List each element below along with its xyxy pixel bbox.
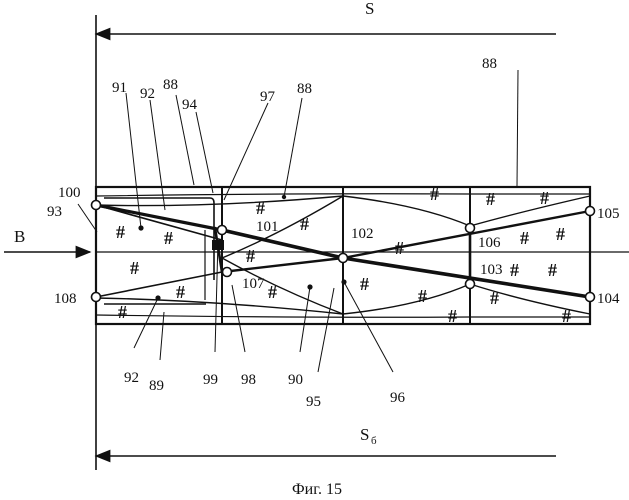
ref-97: 97 (260, 89, 276, 105)
ref-103: 103 (480, 262, 503, 278)
ref-99: 99 (203, 372, 218, 388)
ref-89: 89 (149, 378, 164, 394)
figure-caption: Фиг. 15 (292, 481, 342, 498)
hatch: # (360, 274, 369, 294)
hatch: # (176, 282, 185, 302)
ref-90: 90 (288, 372, 303, 388)
node-107 (223, 268, 232, 277)
ref-94: 94 (182, 97, 198, 113)
ref-107: 107 (242, 276, 265, 292)
hatch: # (486, 189, 495, 209)
flow-label: B (14, 227, 25, 246)
node-103 (466, 280, 475, 289)
ref-100: 100 (58, 185, 81, 201)
node-102 (339, 254, 348, 263)
ref-92a: 92 (140, 86, 155, 102)
ref-91: 91 (112, 80, 127, 96)
node-104 (586, 293, 595, 302)
hatch: # (510, 260, 519, 280)
dimension-top-label: S (365, 0, 374, 18)
ref-108: 108 (54, 291, 77, 307)
dimension-bottom: S б (96, 425, 556, 456)
ref-95: 95 (306, 394, 321, 410)
hatch: # (300, 214, 309, 234)
ref-88c: 88 (482, 56, 497, 72)
ref-93: 93 (47, 204, 62, 220)
node-100 (92, 201, 101, 210)
ref-101: 101 (256, 219, 279, 235)
ref-88a: 88 (163, 77, 178, 93)
hatch: # (164, 228, 173, 248)
hatch: # (490, 288, 499, 308)
dimension-bottom-subscript: б (371, 435, 377, 447)
hatch: # (130, 258, 139, 278)
hatch: # (118, 302, 127, 322)
ref-96: 96 (390, 390, 406, 406)
hatch: # (562, 306, 571, 326)
hatch: # (448, 306, 457, 326)
flow-arrow: B (4, 227, 90, 252)
hatch: # (268, 282, 277, 302)
hatch: # (430, 184, 439, 204)
hatch: # (556, 224, 565, 244)
ref-106: 106 (478, 235, 501, 251)
ref-98: 98 (241, 372, 256, 388)
node-108 (92, 293, 101, 302)
reference-labels: 91 92 88 94 97 88 88 100 93 101 102 105 … (47, 56, 620, 410)
dimension-bottom-label: S (360, 425, 369, 444)
hatch: # (395, 238, 404, 258)
ref-104: 104 (597, 291, 620, 307)
ref-88b: 88 (297, 81, 312, 97)
hatch: # (256, 198, 265, 218)
ref-102: 102 (351, 226, 374, 242)
ref-92b: 92 (124, 370, 139, 386)
hatch: # (548, 260, 557, 280)
hatch: # (246, 246, 255, 266)
hatch: # (418, 286, 427, 306)
hatch: # (116, 222, 125, 242)
hatch: # (520, 228, 529, 248)
hatch: # (540, 188, 549, 208)
node-106 (466, 224, 475, 233)
ref-105: 105 (597, 206, 620, 222)
node-101 (218, 226, 227, 235)
node-105 (586, 207, 595, 216)
